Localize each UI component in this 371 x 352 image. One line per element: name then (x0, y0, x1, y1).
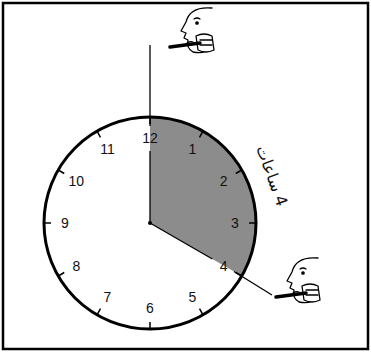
clock-number: 10 (69, 174, 85, 188)
clock-number: 5 (189, 290, 197, 304)
clock-rim (44, 117, 256, 329)
clock-center (148, 221, 152, 225)
clock-number: 2 (220, 174, 228, 188)
pointer-line (149, 45, 150, 126)
clock-number: 4 (220, 259, 228, 273)
pointer-line (234, 272, 272, 296)
clock-number: 11 (100, 142, 115, 156)
clock-number: 1 (189, 142, 197, 156)
inhaler-pen (170, 43, 200, 47)
hour-tick (44, 222, 51, 224)
duration-label: 4 ساعات (254, 144, 291, 209)
clock-number: 3 (231, 216, 239, 230)
clock-number: 7 (104, 290, 112, 304)
pointer-line (149, 151, 150, 223)
hour-tick (58, 170, 64, 174)
inhaler-pen (276, 293, 306, 297)
hour-tick (200, 131, 204, 137)
hour-tick (97, 131, 101, 137)
pointer-line (150, 223, 212, 259)
clock-number: 8 (72, 259, 80, 273)
clock-number: 6 (146, 301, 154, 315)
clock-dial (44, 117, 256, 329)
shaded-sector (150, 117, 256, 276)
clock-number: 9 (61, 216, 69, 230)
hour-tick (58, 273, 64, 277)
frame (3, 3, 368, 349)
clock-face (44, 45, 272, 329)
clock-number: 12 (142, 131, 158, 145)
hour-tick (249, 222, 256, 224)
hour-tick (149, 322, 151, 329)
hour-tick (200, 309, 204, 315)
hour-tick (97, 309, 101, 315)
hour-tick (236, 170, 242, 174)
